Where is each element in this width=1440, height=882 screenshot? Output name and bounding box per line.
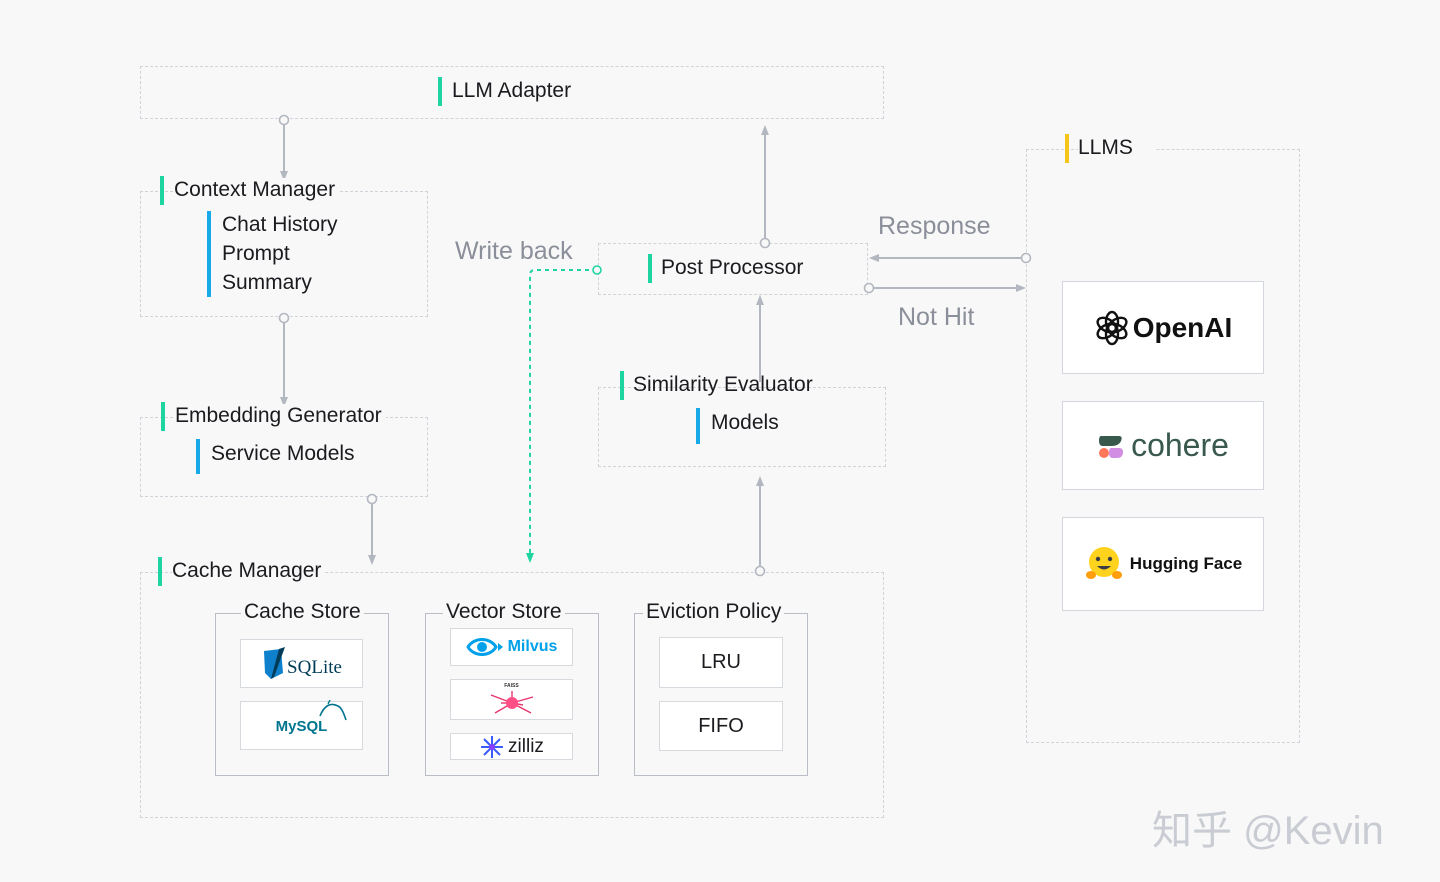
context-manager-title: Context Manager <box>174 178 340 202</box>
embedding-items-accent-bar <box>196 439 200 474</box>
sqlite-label: SQLite <box>287 656 342 678</box>
context-items-accent-bar <box>207 211 211 297</box>
zilliz-logo-icon <box>481 735 504 758</box>
cohere-card: cohere <box>1062 401 1264 490</box>
llms-title: LLMS <box>1078 136 1155 160</box>
zilliz-chip: zilliz <box>450 733 573 760</box>
mysql-chip: MySQL <box>240 700 363 750</box>
cohere-logo-icon <box>1099 435 1124 458</box>
vector-store-title: Vector Store <box>443 600 565 624</box>
context-item-prompt: Prompt <box>222 242 290 265</box>
similarity-item-models: Models <box>711 411 779 434</box>
mysql-label: MySQL <box>275 718 328 735</box>
fifo-label: FIFO <box>698 714 744 737</box>
similarity-evaluator-panel <box>598 387 886 467</box>
response-label: Response <box>878 212 991 240</box>
openai-logo-icon <box>1096 310 1128 345</box>
eviction-policy-title: Eviction Policy <box>643 600 785 624</box>
post-processor-title: Post Processor <box>661 256 804 279</box>
lru-label: LRU <box>700 651 741 673</box>
milvus-chip: Milvus <box>450 628 573 666</box>
zilliz-label: zilliz <box>508 735 544 757</box>
milvus-logo-icon <box>465 638 503 656</box>
similarity-evaluator-title: Similarity Evaluator <box>633 373 813 396</box>
cache-manager-title: Cache Manager <box>172 559 326 583</box>
cache-store-title: Cache Store <box>241 600 364 624</box>
post-processor-accent-bar <box>648 254 652 283</box>
fifo-chip: FIFO <box>659 701 783 751</box>
llms-accent-bar <box>1065 134 1069 163</box>
openai-label: OpenAI <box>1132 311 1233 343</box>
milvus-label: Milvus <box>507 638 558 655</box>
cohere-label: cohere <box>1131 427 1229 463</box>
mysql-logo-icon <box>318 700 347 721</box>
post-processor-panel <box>598 243 868 295</box>
context-item-summary: Summary <box>222 271 312 294</box>
watermark: 知乎 @Kevin <box>1152 809 1384 853</box>
context-manager-accent-bar <box>160 176 164 205</box>
embedding-generator-title: Embedding Generator <box>175 404 386 428</box>
cache-store-box <box>215 613 389 776</box>
not-hit-label: Not Hit <box>898 303 975 331</box>
context-manager-panel <box>140 191 428 317</box>
embedding-item-service-models: Service Models <box>211 442 355 465</box>
write-back-path <box>526 269 597 563</box>
embedding-generator-panel <box>140 417 428 497</box>
llm-adapter-title: LLM Adapter <box>452 79 576 103</box>
hugging-face-card: Hugging Face <box>1062 517 1264 611</box>
llm-adapter-accent-bar <box>438 77 442 106</box>
hugging-face-logo-icon <box>1085 547 1122 579</box>
embedding-generator-accent-bar <box>161 402 165 431</box>
context-item-chat-history: Chat History <box>222 213 338 236</box>
lru-chip: LRU <box>659 637 783 688</box>
similarity-evaluator-accent-bar <box>620 371 624 400</box>
hugging-face-label: Hugging Face <box>1129 554 1243 573</box>
write-back-label: Write back <box>455 237 573 265</box>
faiss-chip: FAISS <box>450 679 573 720</box>
sqlite-logo-icon <box>264 646 286 679</box>
openai-card: OpenAI <box>1062 281 1264 374</box>
sqlite-chip: SQLite <box>240 639 363 688</box>
cache-manager-accent-bar <box>158 557 162 586</box>
faiss-logo-icon <box>490 690 533 714</box>
faiss-label: FAISS <box>504 682 519 689</box>
similarity-items-accent-bar <box>696 408 700 444</box>
